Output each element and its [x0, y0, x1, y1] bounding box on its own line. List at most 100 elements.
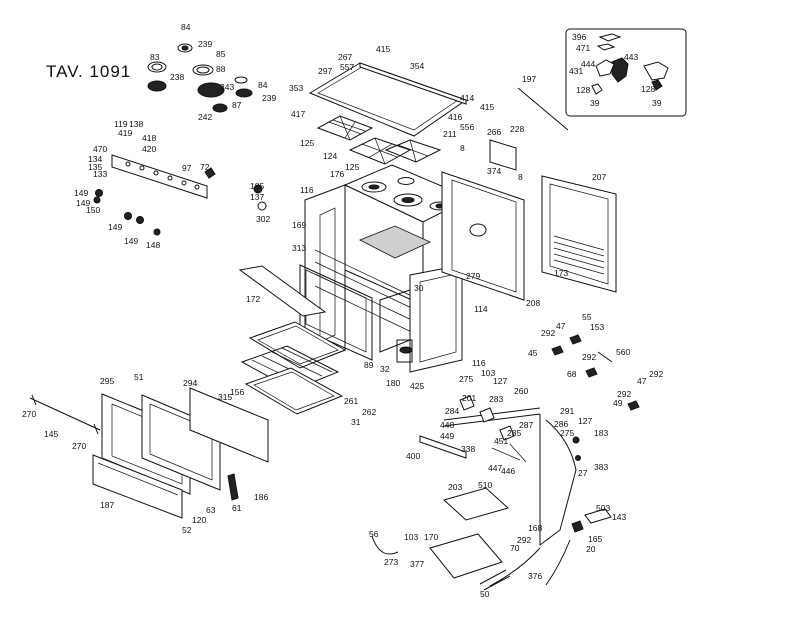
part-label: 354 — [410, 61, 424, 71]
part-label: 149 — [108, 222, 122, 232]
part-label: 451 — [494, 436, 508, 446]
part-label: 173 — [554, 268, 568, 278]
part-label: 116 — [472, 358, 486, 368]
part-label: 145 — [44, 429, 58, 439]
part-label: 172 — [246, 294, 260, 304]
part-label: 292 — [649, 369, 663, 379]
gas-manifold — [419, 395, 581, 546]
part-label: 83 — [150, 52, 160, 62]
part-label: 297 — [318, 66, 332, 76]
top-trim — [238, 265, 327, 317]
part-label: 211 — [443, 129, 457, 139]
part-label: 275 — [560, 428, 574, 438]
part-label: 119 — [114, 119, 128, 129]
part-label: 186 — [254, 492, 268, 502]
part-label: 89 — [364, 360, 374, 370]
part-label: 153 — [590, 322, 604, 332]
part-label: 8 — [460, 143, 465, 153]
part-label: 183 — [594, 428, 608, 438]
part-label: 396 — [572, 32, 586, 42]
part-label: 287 — [519, 420, 533, 430]
panel-228 — [489, 139, 517, 171]
lower-parts — [371, 487, 612, 591]
part-label: 51 — [134, 372, 144, 382]
part-label: 302 — [256, 214, 270, 224]
part-label: 208 — [526, 298, 540, 308]
part-label: 419 — [118, 128, 132, 138]
part-label: 84 — [258, 80, 268, 90]
part-label: 446 — [501, 466, 515, 476]
part-label: 135 — [88, 162, 102, 172]
part-label: 420 — [142, 144, 156, 154]
part-label: 134 — [88, 154, 102, 164]
part-label: 185 — [250, 181, 264, 191]
rear-cover — [541, 175, 617, 293]
part-label: 127 — [578, 416, 592, 426]
part-label: 56 — [369, 529, 379, 539]
part-label: 61 — [232, 503, 242, 513]
part-label: 275 — [459, 374, 473, 384]
part-label: 284 — [445, 406, 459, 416]
part-label: 50 — [480, 589, 490, 599]
part-label: 383 — [594, 462, 608, 472]
part-label: 471 — [576, 43, 590, 53]
rear-strip — [517, 87, 569, 131]
part-label: 120 — [192, 515, 206, 525]
part-label: 128 — [641, 84, 655, 94]
part-label: 187 — [100, 500, 114, 510]
part-label: 557 — [340, 62, 354, 72]
back-panel — [441, 171, 525, 301]
part-label: 8 — [518, 172, 523, 182]
part-labels: 84 239 83 85 88 238 243 84 87 239 242 26… — [22, 22, 663, 599]
part-label: 294 — [183, 378, 197, 388]
part-label: 207 — [592, 172, 606, 182]
oven-door — [29, 387, 269, 519]
part-label: 443 — [624, 52, 638, 62]
part-label: 30 — [414, 283, 424, 293]
part-label: 148 — [146, 240, 160, 250]
part-label: 285 — [507, 428, 521, 438]
part-label: 27 — [578, 468, 588, 478]
part-label: 55 — [582, 312, 592, 322]
part-label: 176 — [330, 169, 344, 179]
part-label: 292 — [582, 352, 596, 362]
part-label: 292 — [541, 328, 555, 338]
part-label: 415 — [480, 102, 494, 112]
part-label: 292 — [517, 535, 531, 545]
part-label: 447 — [488, 463, 502, 473]
part-label: 149 — [74, 188, 88, 198]
part-label: 448 — [440, 420, 454, 430]
part-label: 270 — [72, 441, 86, 451]
part-label: 203 — [448, 482, 462, 492]
part-label: 415 — [376, 44, 390, 54]
part-label: 85 — [216, 49, 226, 59]
part-label: 431 — [569, 66, 583, 76]
part-label: 87 — [232, 100, 242, 110]
part-label: 270 — [22, 409, 36, 419]
part-label: 128 — [576, 85, 590, 95]
part-label: 125 — [300, 138, 314, 148]
part-label: 262 — [362, 407, 376, 417]
part-label: 103 — [404, 532, 418, 542]
part-label: 32 — [380, 364, 390, 374]
part-label: 70 — [510, 543, 520, 553]
part-label: 20 — [586, 544, 596, 554]
oven-trays — [240, 321, 347, 415]
part-label: 243 — [220, 82, 234, 92]
part-label: 239 — [262, 93, 276, 103]
part-label: 292 — [617, 389, 631, 399]
part-label: 45 — [528, 348, 538, 358]
part-label: 238 — [170, 72, 184, 82]
part-label: 315 — [218, 392, 232, 402]
part-label: 313 — [292, 243, 306, 253]
part-label: 470 — [93, 144, 107, 154]
part-label: 127 — [493, 376, 507, 386]
part-label: 39 — [652, 98, 662, 108]
part-label: 124 — [323, 151, 337, 161]
burner-group — [147, 43, 253, 113]
part-label: 377 — [410, 559, 424, 569]
part-label: 156 — [230, 387, 244, 397]
part-label: 286 — [554, 419, 568, 429]
part-label: 416 — [448, 112, 462, 122]
part-label: 52 — [182, 525, 192, 535]
